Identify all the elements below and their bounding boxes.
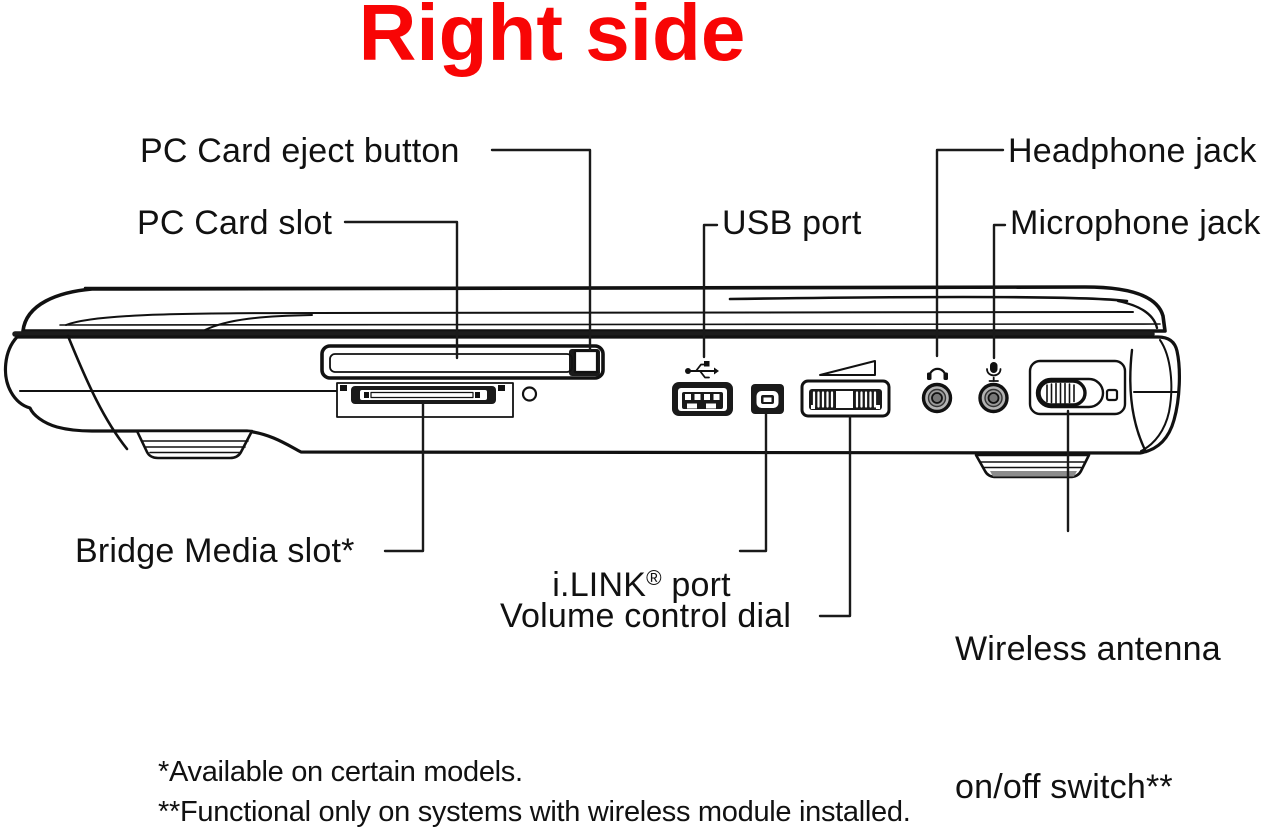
callout-wireless-switch-label: Wireless antenna on/off switch** (955, 534, 1221, 828)
microphone-jack-shape (978, 382, 1009, 414)
callout-volume-dial-label: Volume control dial (500, 597, 792, 635)
callout-microphone-jack-label: Microphone jack (1010, 204, 1261, 242)
ilink-suffix: port (661, 566, 731, 604)
leader-lines (343, 148, 1070, 618)
callout-bridge-media-slot-label: Bridge Media slot* (75, 532, 355, 570)
leader-bridge-media-slot (383, 402, 425, 553)
ilink-trademark-symbol: ® (646, 567, 662, 590)
leader-pc-card-slot (343, 220, 459, 360)
ilink-port-shape (751, 384, 784, 414)
left-foot (135, 429, 254, 460)
callout-headphone-jack-label: Headphone jack (1008, 132, 1257, 170)
footnote-functional: **Functional only on systems with wirele… (158, 796, 911, 828)
ilink-name: i.LINK (552, 566, 647, 604)
leader-headphone-jack (935, 148, 1005, 358)
page-title: Right side (358, 0, 746, 77)
right-foot (974, 453, 1091, 479)
headphone-icon (927, 367, 948, 381)
volume-wedge-icon (819, 360, 876, 376)
usb-port-shape (672, 382, 733, 416)
leader-pc-card-eject (490, 148, 592, 352)
volume-dial-shape (800, 379, 891, 418)
pc-card-slot-shape (320, 344, 605, 380)
leader-usb-port (702, 223, 719, 359)
microphone-icon (986, 362, 1002, 382)
leader-microphone-jack (992, 223, 1007, 360)
pc-card-eject-button-shape (573, 349, 599, 374)
wireless-switch-shape (1028, 359, 1127, 416)
usb-trident-icon (685, 361, 719, 379)
bridge-media-slot-shape (336, 382, 538, 418)
wireless-label-line1: Wireless antenna (955, 630, 1221, 668)
headphone-jack-shape (921, 382, 953, 414)
callout-pc-card-eject-label: PC Card eject button (140, 132, 460, 170)
wireless-label-line2: on/off switch** (955, 768, 1173, 806)
screw-hole (521, 386, 538, 402)
callout-usb-port-label: USB port (722, 204, 862, 242)
callout-ilink-port-label: i.LINK® port (533, 534, 731, 607)
leader-volume-dial (818, 414, 852, 618)
callout-pc-card-slot-label: PC Card slot (137, 204, 333, 242)
footnotes: *Available on certain models. **Function… (158, 752, 911, 828)
footnote-available: *Available on certain models. (158, 756, 523, 788)
leader-ilink-port (738, 411, 768, 553)
laptop-lid (21, 285, 1167, 333)
